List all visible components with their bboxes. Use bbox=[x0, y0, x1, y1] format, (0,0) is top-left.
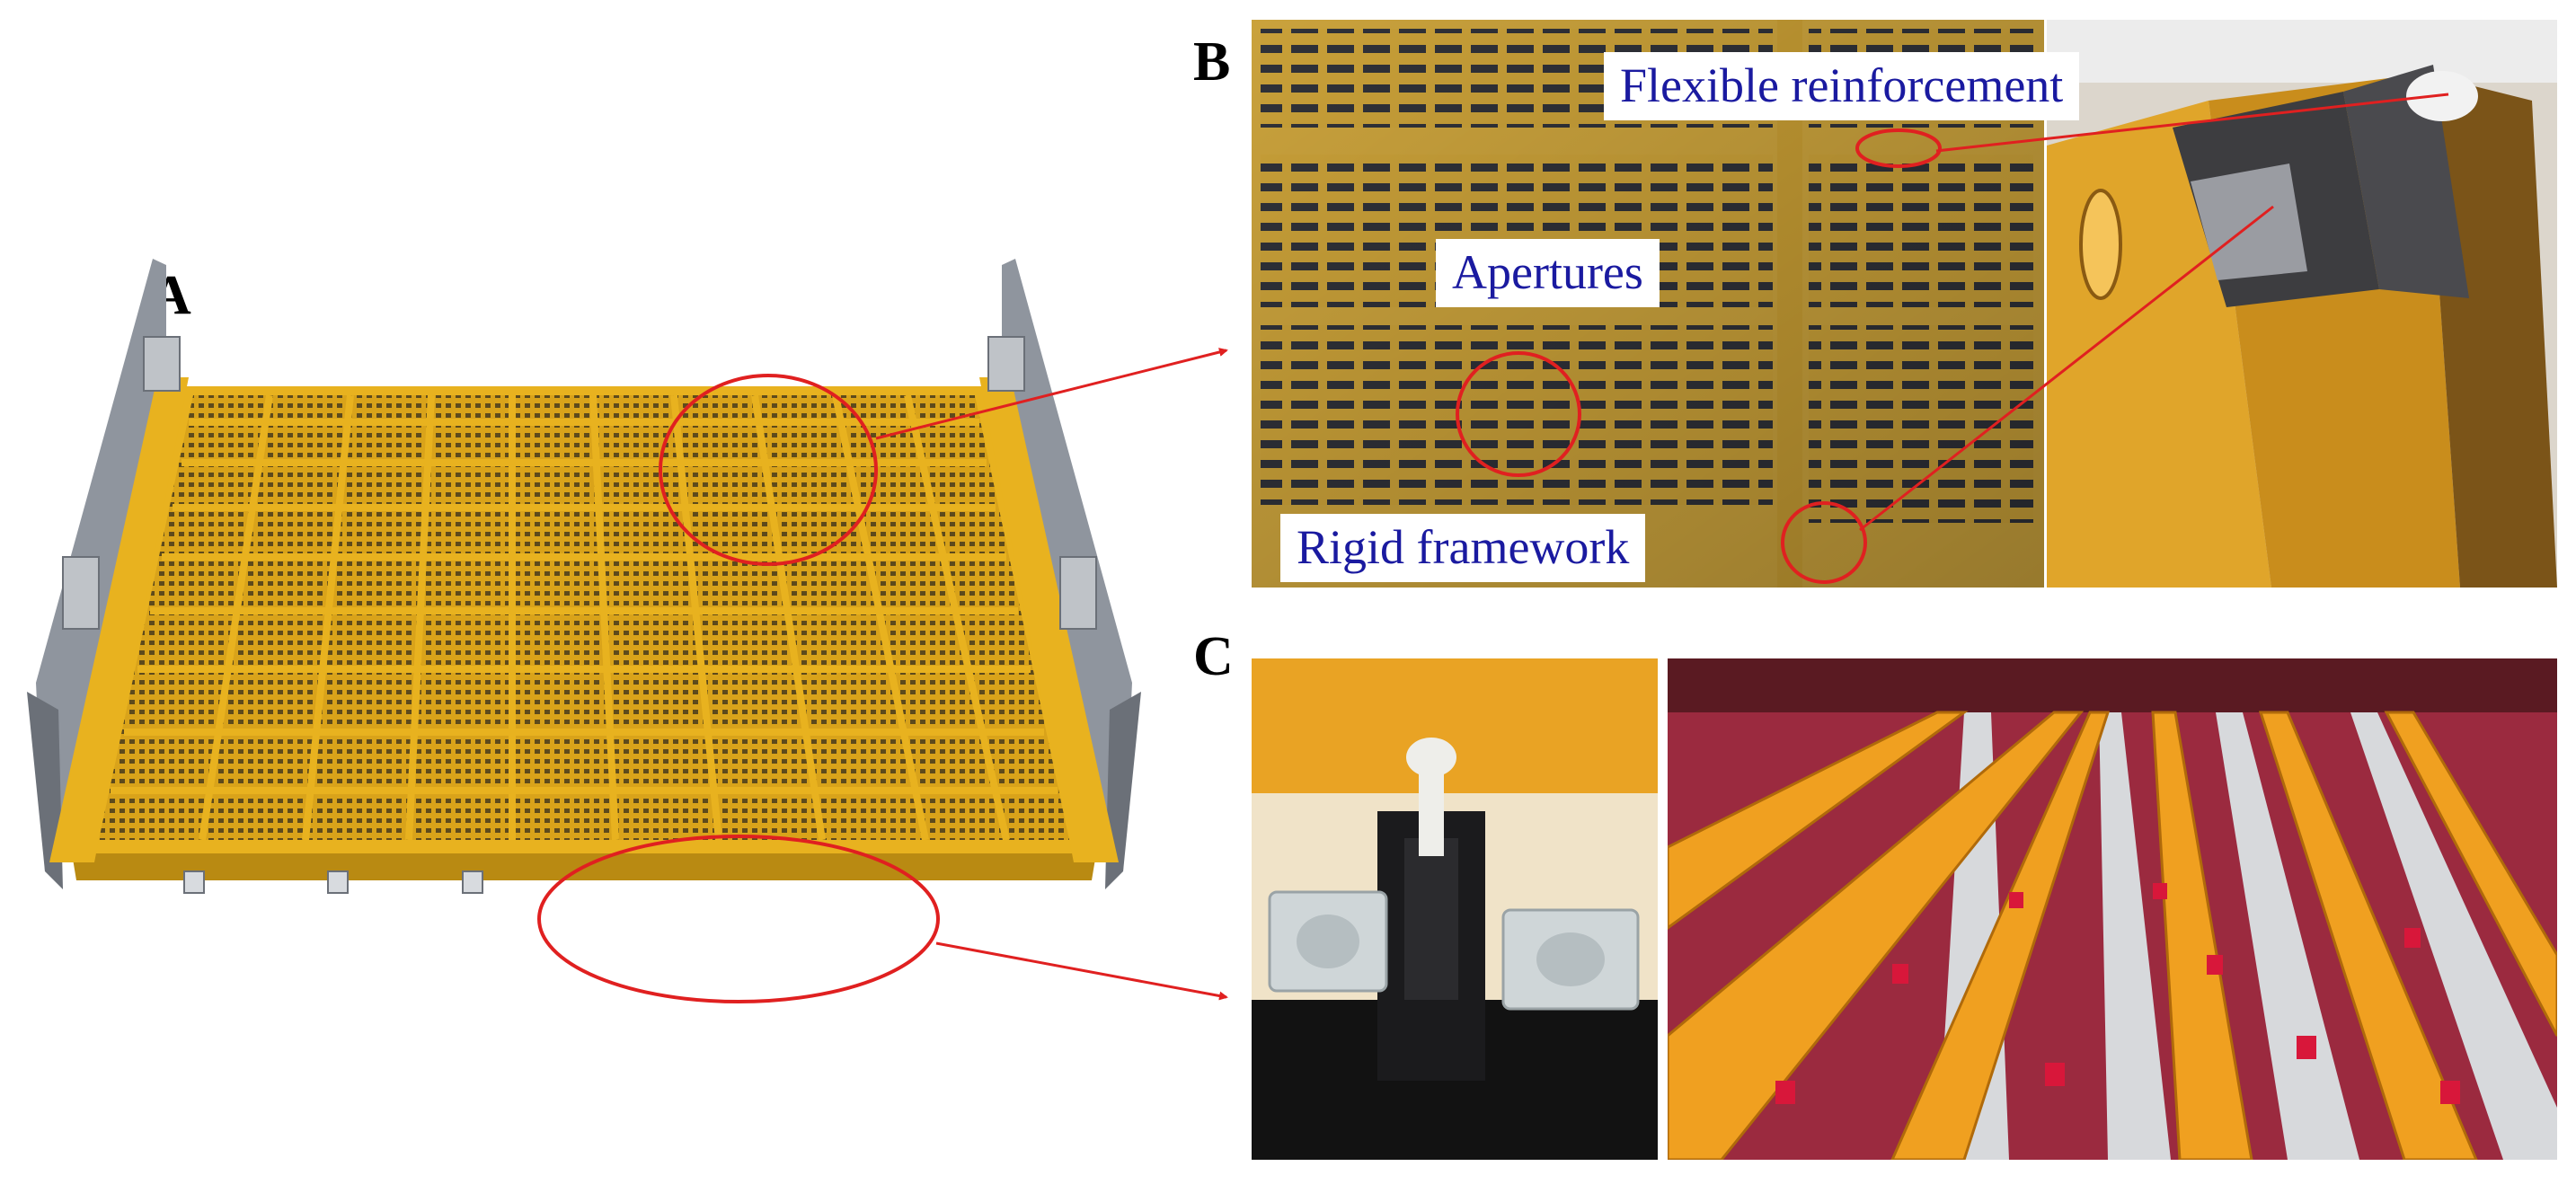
fastener-photo bbox=[1252, 658, 1658, 1160]
arrow-to-panel-c bbox=[935, 941, 1228, 1001]
screen-deck-render bbox=[9, 243, 1168, 925]
rigid-framework-label: Rigid framework bbox=[1280, 514, 1646, 582]
installed-rails-photo bbox=[1668, 658, 2557, 1160]
panel-label-b: B bbox=[1193, 31, 1231, 93]
panel-label-c: C bbox=[1193, 626, 1234, 687]
rib-closeup-photo bbox=[2047, 20, 2557, 588]
flexible-reinforcement-label: Flexible reinforcement bbox=[1604, 52, 2080, 120]
apertures-label: Apertures bbox=[1436, 239, 1660, 307]
